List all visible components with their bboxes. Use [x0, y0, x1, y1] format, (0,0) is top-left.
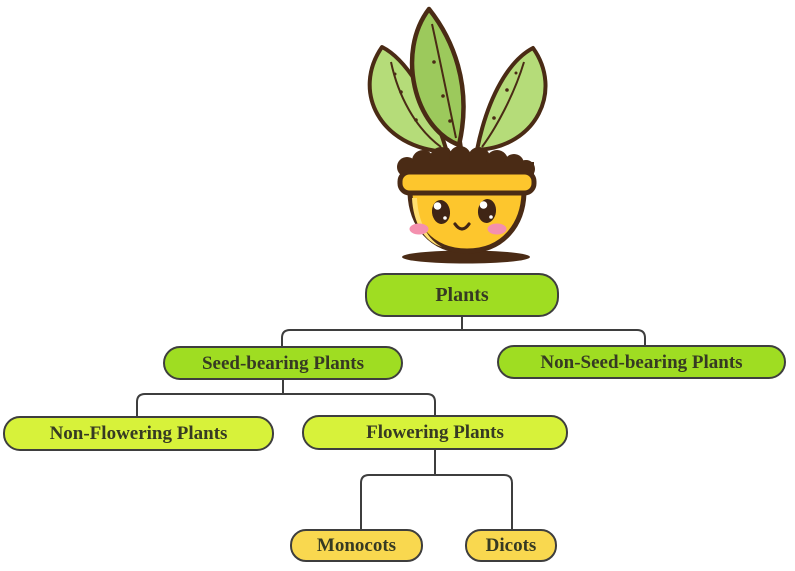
- eye-left: [431, 200, 451, 224]
- mouth: [453, 222, 471, 231]
- node-non-seed-bearing-plants[interactable]: Non-Seed-bearing Plants: [497, 345, 786, 379]
- node-seed-bearing-plants[interactable]: Seed-bearing Plants: [163, 346, 403, 380]
- node-plants-label: Plants: [435, 284, 489, 306]
- node-non-flowering-plants-label: Non-Flowering Plants: [49, 423, 228, 444]
- pot-rim: [397, 169, 537, 196]
- node-monocots-label: Monocots: [316, 535, 397, 556]
- node-seed-bearing-plants-label: Seed-bearing Plants: [201, 352, 365, 374]
- eye-right: [477, 199, 497, 223]
- node-dicots[interactable]: Dicots: [465, 529, 557, 562]
- node-flowering-plants[interactable]: Flowering Plants: [302, 415, 568, 450]
- node-plants[interactable]: Plants: [365, 273, 559, 317]
- pot-highlight: [412, 198, 442, 247]
- node-flowering-plants-label: Flowering Plants: [366, 422, 504, 443]
- leaf-center: [409, 6, 466, 148]
- node-non-flowering-plants[interactable]: Non-Flowering Plants: [3, 416, 274, 451]
- potted-plant-illustration: [367, 6, 548, 264]
- edge-plants-children: [281, 317, 646, 346]
- edge-flowering-children: [360, 450, 513, 529]
- node-monocots[interactable]: Monocots: [290, 529, 423, 562]
- pot-shadow: [402, 250, 530, 264]
- edge-seed-children: [136, 380, 436, 416]
- leaf-right: [475, 46, 548, 152]
- pot-face: [409, 199, 507, 235]
- node-dicots-label: Dicots: [485, 535, 537, 556]
- cheek-right: [487, 223, 507, 235]
- node-non-seed-bearing-plants-label: Non-Seed-bearing Plants: [540, 351, 743, 373]
- pot-bowl: [407, 190, 527, 254]
- cheek-left: [409, 223, 429, 235]
